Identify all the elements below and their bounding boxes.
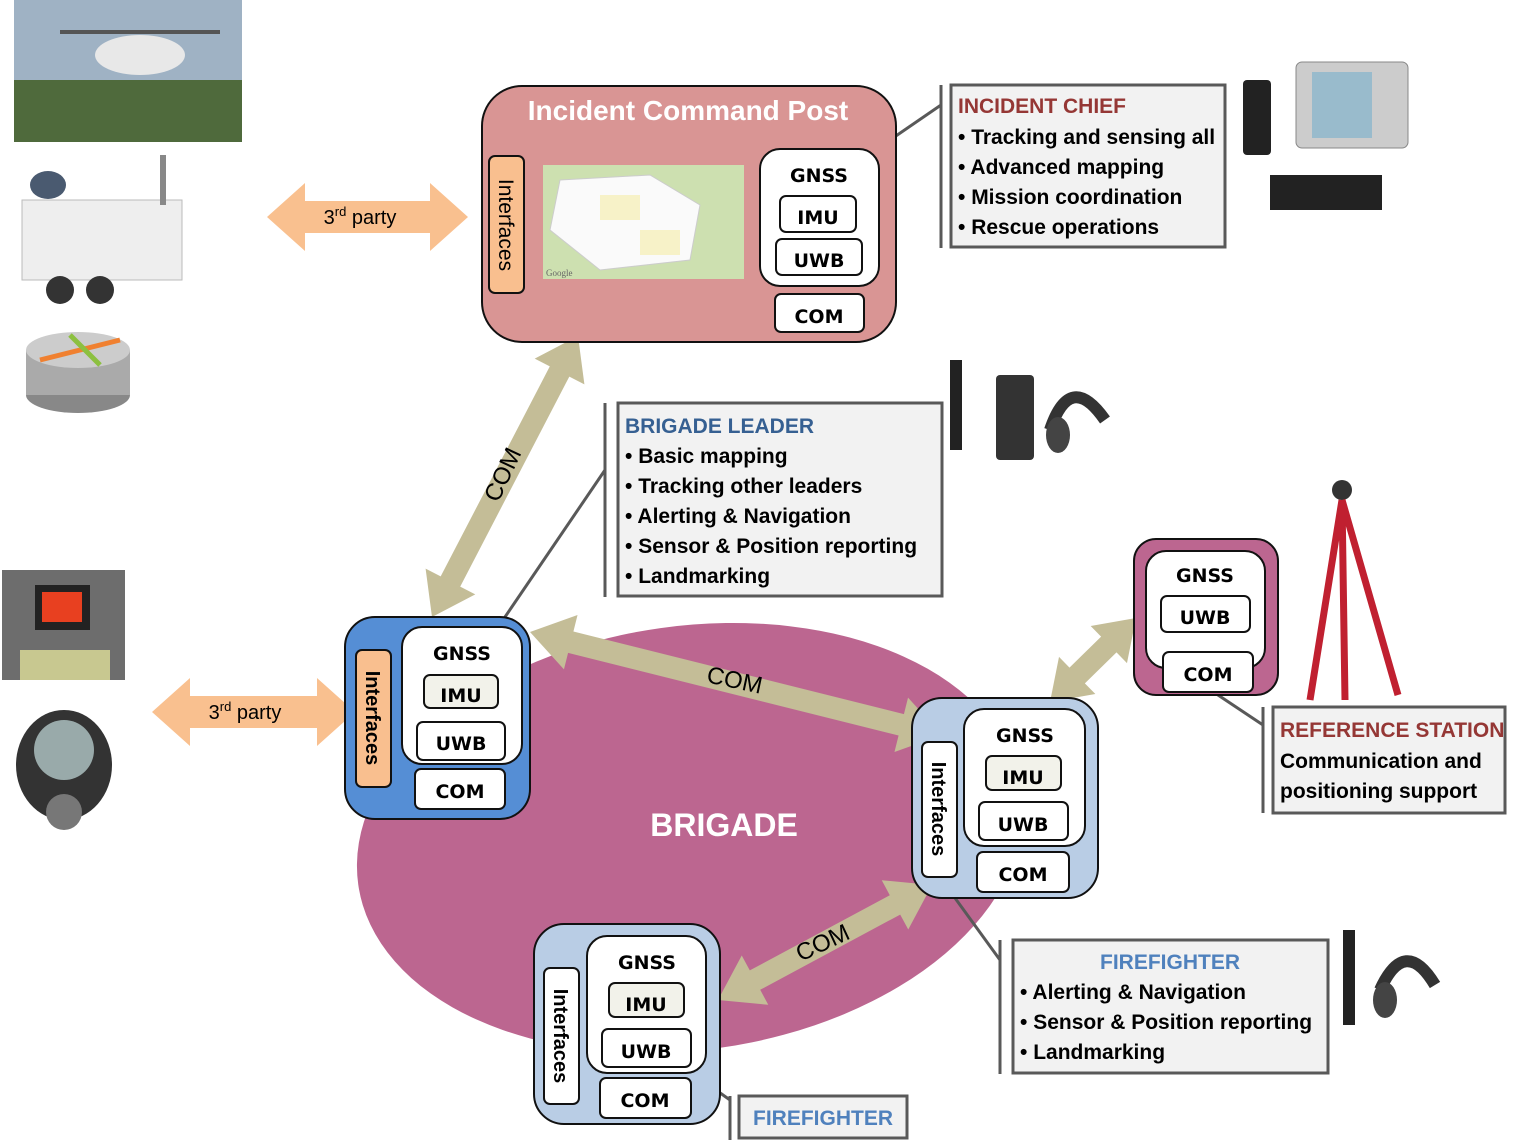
reference-station-box: REFERENCE STATION Communication and posi…	[1271, 705, 1507, 815]
helicopter-photo	[14, 0, 242, 142]
gnss-label: GNSS	[433, 643, 491, 665]
firefighter-label-box: FIREFIGHTER	[737, 1094, 909, 1140]
incident-chief-item: • Mission coordination	[958, 186, 1182, 209]
leader-devices-photo	[950, 360, 1110, 460]
incident-chief-title: INCIDENT CHIEF	[958, 95, 1126, 118]
brigade-leader-item: • Tracking other leaders	[625, 475, 862, 498]
interfaces-label: Interfaces	[494, 179, 517, 271]
brigade-leader-item: • Alerting & Navigation	[625, 505, 851, 528]
com-arrow-firefighter-reference	[1050, 618, 1136, 702]
indoor-map-image: Google	[543, 165, 744, 279]
firefighter-info-item: • Sensor & Position reporting	[1020, 1011, 1312, 1034]
incident-command-post: Incident Command Post Interfaces Google …	[481, 85, 897, 343]
database-icon	[26, 332, 130, 413]
third-party-label-top: 3rd party	[324, 204, 397, 229]
imu-label: IMU	[797, 207, 838, 229]
gnss-label: GNSS	[790, 165, 848, 187]
imu-label: IMU	[440, 685, 481, 707]
incident-chief-box: INCIDENT CHIEF • Tracking and sensing al…	[949, 83, 1227, 249]
firefighter-devices-photo	[1343, 930, 1441, 1025]
uwb-label: UWB	[436, 733, 487, 755]
interfaces-label: Interfaces	[927, 762, 949, 857]
third-party-label-left: 3rd party	[209, 699, 282, 724]
firefighter-label: FIREFIGHTER	[753, 1107, 893, 1130]
gnss-label: GNSS	[996, 725, 1054, 747]
brigade-leader-item: • Sensor & Position reporting	[625, 535, 917, 558]
gas-mask-photo	[16, 710, 112, 830]
reference-station-title: REFERENCE STATION	[1280, 719, 1504, 742]
reference-station-line: Communication and	[1280, 750, 1482, 773]
interfaces-label: Interfaces	[361, 671, 383, 766]
gnss-label: GNSS	[1176, 565, 1234, 587]
reference-station-line: positioning support	[1280, 780, 1477, 803]
brigade-leader-box: BRIGADE LEADER • Basic mapping • Trackin…	[616, 401, 944, 598]
firefighter-info-title: FIREFIGHTER	[1100, 951, 1240, 974]
firefighter-node-2: Interfaces GNSS IMU UWB COM	[533, 923, 721, 1125]
thermal-camera-photo	[2, 570, 125, 680]
map-attribution: Google	[546, 268, 573, 278]
com-label: COM	[998, 864, 1047, 886]
third-party-arrow-top	[267, 183, 468, 251]
gnss-label: GNSS	[618, 952, 676, 974]
com-arrow-firefighter-firefighter	[718, 880, 932, 1005]
com-arrow-leader-firefighter	[530, 615, 942, 752]
tripod-photo	[1306, 480, 1402, 701]
uwb-label: UWB	[794, 250, 845, 272]
callout-connectors	[503, 85, 1265, 1140]
interfaces-label: Interfaces	[549, 989, 571, 1084]
brigade-leader-node: Interfaces GNSS IMU UWB COM	[344, 616, 531, 820]
firefighter-info-item: • Alerting & Navigation	[1020, 981, 1246, 1004]
command-post-title: Incident Command Post	[528, 95, 848, 126]
imu-label: IMU	[625, 994, 666, 1016]
mobile-trailer-photo	[21, 155, 183, 304]
chief-devices-photo	[1243, 61, 1409, 210]
incident-chief-item: • Rescue operations	[958, 216, 1159, 239]
firefighter-info-item: • Landmarking	[1020, 1041, 1165, 1064]
brigade-label: BRIGADE	[650, 807, 798, 843]
uwb-label: UWB	[621, 1041, 672, 1063]
firefighter-node-1: Interfaces GNSS IMU UWB COM	[911, 697, 1099, 899]
com-label: COM	[794, 306, 843, 328]
link-arrows	[152, 183, 1136, 1005]
reference-station-node: GNSS UWB COM	[1133, 538, 1279, 696]
com-label: COM	[1183, 664, 1232, 686]
imu-label: IMU	[1002, 767, 1043, 789]
uwb-label: UWB	[998, 814, 1049, 836]
com-link-label: COM	[479, 444, 527, 506]
com-label: COM	[435, 781, 484, 803]
brigade-leader-item: • Basic mapping	[625, 445, 788, 468]
uwb-label: UWB	[1180, 607, 1231, 629]
brigade-leader-title: BRIGADE LEADER	[625, 415, 814, 438]
third-party-arrow-left	[152, 678, 355, 746]
incident-chief-item: • Tracking and sensing all	[958, 126, 1215, 149]
brigade-leader-item: • Landmarking	[625, 565, 770, 588]
firefighter-info-box: FIREFIGHTER • Alerting & Navigation • Se…	[1011, 938, 1330, 1075]
com-arrow-icp-leader	[425, 336, 585, 617]
com-label: COM	[620, 1090, 669, 1112]
incident-chief-item: • Advanced mapping	[958, 156, 1164, 179]
